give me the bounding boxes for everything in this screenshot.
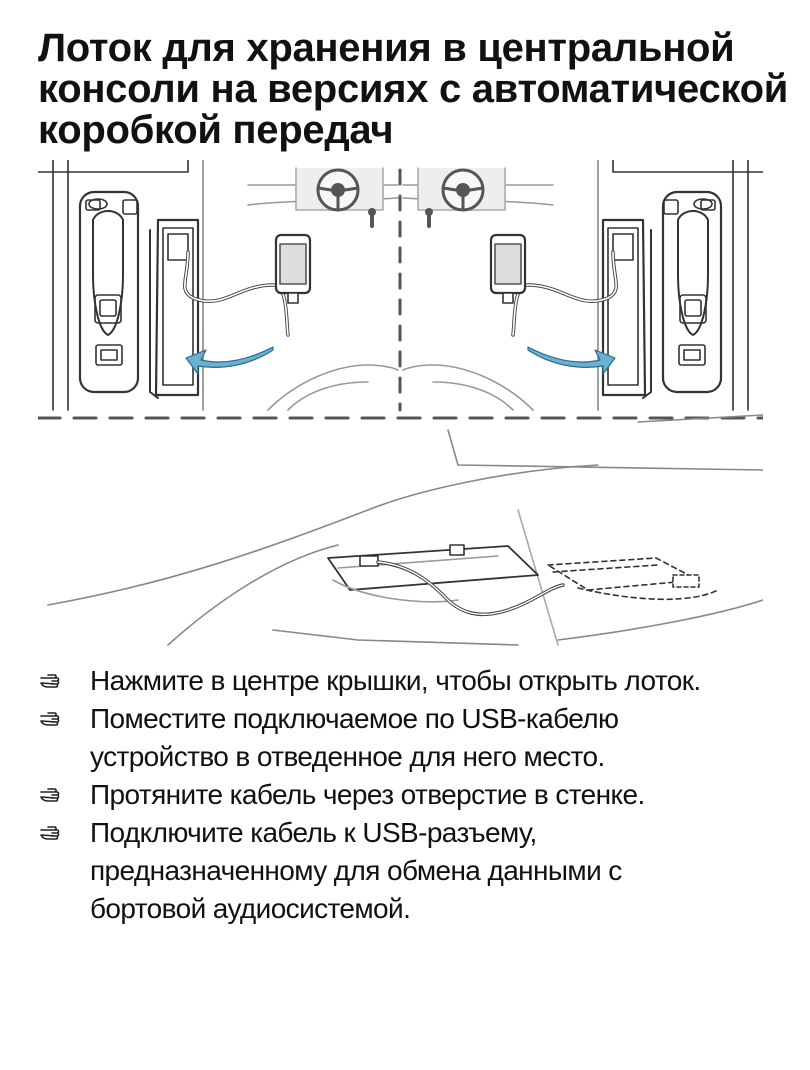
- usb-cable-icon: [359, 544, 565, 617]
- phone-icon: [274, 233, 312, 304]
- title-line: Лоток для хранения в центральной: [38, 26, 735, 70]
- instruction-text: бортовой аудиосистемой.: [90, 893, 411, 924]
- console-tray-illustration: [38, 160, 763, 650]
- instruction-text: Протяните кабель через отверстие в стенк…: [90, 779, 645, 810]
- arrow-icon: [527, 346, 616, 375]
- instruction-text: Нажмите в центре крышки, чтобы открыть л…: [90, 665, 701, 696]
- title-line: коробкой передач: [38, 108, 394, 152]
- instruction-list: Нажмите в центре крышки, чтобы открыть л…: [38, 662, 778, 928]
- instruction-text: устройство в отведенное для него место.: [90, 741, 605, 772]
- instruction-step: Поместите подключаемое по USB-кабелю уст…: [38, 700, 778, 776]
- instruction-step: Подключите кабель к USB-разъему, предназ…: [38, 814, 778, 928]
- steering-wheel-icon: [295, 167, 384, 228]
- instruction-step: Нажмите в центре крышки, чтобы открыть л…: [38, 662, 778, 700]
- pointing-hand-icon: [40, 788, 60, 802]
- pointing-hand-icon: [40, 712, 60, 726]
- phone-icon: [489, 233, 527, 304]
- left-hand-drive-console: [38, 160, 399, 411]
- pointing-hand-icon: [40, 826, 60, 840]
- pointing-hand-icon: [40, 674, 60, 688]
- instruction-text: Подключите кабель к USB-разъему,: [90, 817, 537, 848]
- page-title: Лоток для хранения в центральной консоли…: [38, 26, 789, 152]
- instruction-text: предназначенному для обмена данными с: [90, 855, 622, 886]
- steering-wheel-icon: [417, 167, 506, 228]
- instruction-step: Протяните кабель через отверстие в стенк…: [38, 776, 778, 814]
- arrow-icon: [185, 346, 274, 375]
- console-tray-cable-detail: [47, 414, 763, 646]
- title-line: консоли на версиях с автоматической: [38, 67, 789, 111]
- instruction-text: Поместите подключаемое по USB-кабелю: [90, 703, 619, 734]
- right-hand-drive-console: [402, 160, 763, 411]
